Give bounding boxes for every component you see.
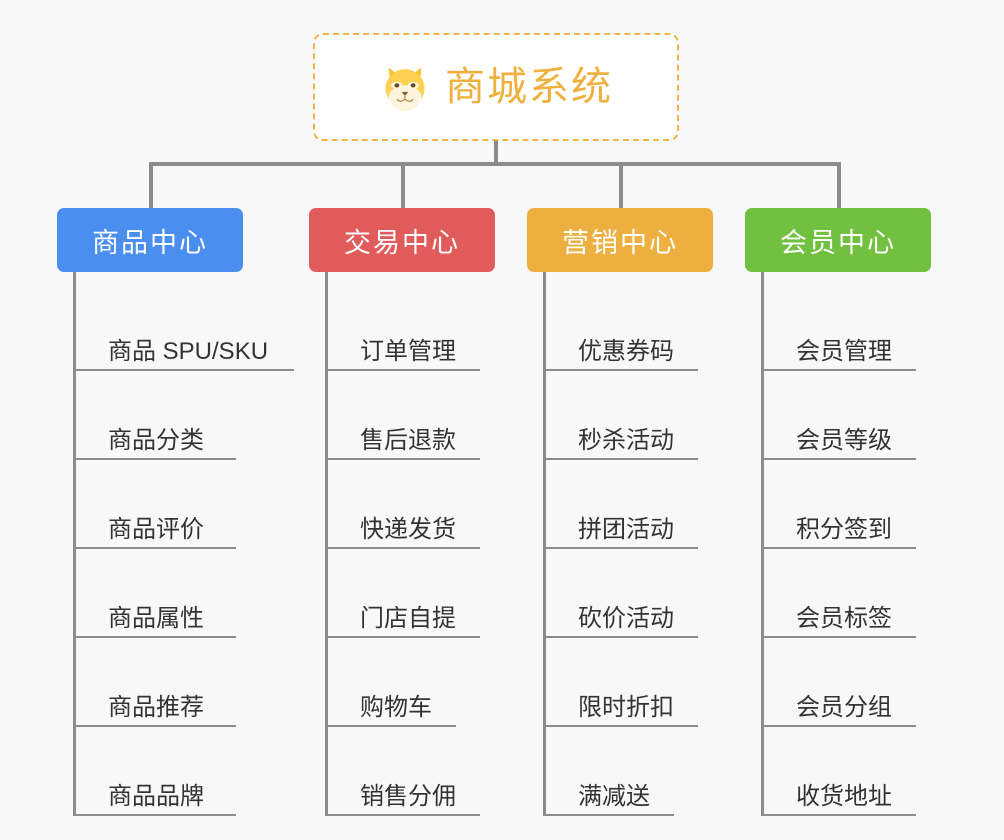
leaf-underline [76,547,236,549]
connector-drop-product [149,162,153,210]
shiba-dog-face-icon [385,67,425,112]
leaf-underline [76,369,294,371]
leaf-label: 秒杀活动 [578,426,674,454]
leaf-underline [76,458,236,460]
list-item[interactable]: 限时折扣 [546,638,713,727]
leaf-underline [328,636,480,638]
connector-drop-member [837,162,841,210]
leaf-underline [328,725,456,727]
list-item[interactable]: 商品 SPU/SKU [76,282,294,371]
branch-member-center: 会员中心 会员管理 会员等级 积分签到 会员标签 会员分组 [745,208,931,816]
branch-header-marketing-center[interactable]: 营销中心 [527,208,713,272]
list-item[interactable]: 商品分类 [76,371,243,460]
root-title: 商城系统 [445,65,613,109]
leaf-underline [764,636,916,638]
leaf-underline [328,814,480,816]
list-item[interactable]: 会员分组 [764,638,931,727]
list-item[interactable]: 拼团活动 [546,460,713,549]
leaf-label: 积分签到 [796,515,892,543]
leaf-underline [328,369,480,371]
leaf-underline [764,547,916,549]
branch-product-center: 商品中心 商品 SPU/SKU 商品分类 商品评价 商品属性 商品推荐 [57,208,294,816]
list-item[interactable]: 商品品牌 [76,727,243,816]
list-item[interactable]: 积分签到 [764,460,931,549]
list-item[interactable]: 商品评价 [76,460,243,549]
leaf-label: 购物车 [360,693,432,721]
leaf-label: 会员分组 [796,693,892,721]
leaf-label: 商品品牌 [108,782,204,810]
leaf-label: 会员标签 [796,604,892,632]
list-item[interactable]: 售后退款 [328,371,495,460]
leaf-label: 订单管理 [360,337,456,365]
leaf-label: 满减送 [578,782,650,810]
leaf-underline [764,725,916,727]
list-item[interactable]: 商品推荐 [76,638,243,727]
root-node[interactable]: 商城系统 [313,33,679,141]
branch-header-trade-center[interactable]: 交易中心 [309,208,495,272]
leaf-underline [546,369,698,371]
connector-horizontal-bus [149,162,841,166]
leaf-underline [764,814,916,816]
branch-trade-center: 交易中心 订单管理 售后退款 快递发货 门店自提 购物车 [309,208,495,816]
leaf-underline [546,725,698,727]
list-item[interactable]: 门店自提 [328,549,495,638]
list-item[interactable]: 销售分佣 [328,727,495,816]
leaf-label: 拼团活动 [578,515,674,543]
connector-drop-marketing [619,162,623,210]
leaf-underline [328,547,480,549]
leaf-underline [76,725,236,727]
branch-marketing-center: 营销中心 优惠券码 秒杀活动 拼团活动 砍价活动 限时折扣 [527,208,713,816]
branch-header-product-center[interactable]: 商品中心 [57,208,243,272]
branch-label: 交易中心 [344,227,460,258]
list-item[interactable]: 商品属性 [76,549,243,638]
list-item[interactable]: 会员等级 [764,371,931,460]
leaf-label: 限时折扣 [578,693,674,721]
connector-root-stem [494,141,498,166]
leaf-label: 会员管理 [796,337,892,365]
leaf-list-product-center: 商品 SPU/SKU 商品分类 商品评价 商品属性 商品推荐 商品品牌 [73,272,294,816]
branch-label: 会员中心 [780,227,896,258]
leaf-label: 售后退款 [360,426,456,454]
list-item[interactable]: 满减送 [546,727,713,816]
list-item[interactable]: 优惠券码 [546,282,713,371]
leaf-label: 收货地址 [796,782,892,810]
leaf-underline [76,814,236,816]
leaf-list-marketing-center: 优惠券码 秒杀活动 拼团活动 砍价活动 限时折扣 满减送 [543,272,713,816]
leaf-label: 门店自提 [360,604,456,632]
branch-header-member-center[interactable]: 会员中心 [745,208,931,272]
leaf-underline [546,636,698,638]
leaf-list-member-center: 会员管理 会员等级 积分签到 会员标签 会员分组 收货地址 [761,272,931,816]
leaf-underline [546,547,698,549]
list-item[interactable]: 购物车 [328,638,495,727]
list-item[interactable]: 秒杀活动 [546,371,713,460]
leaf-label: 优惠券码 [578,337,674,365]
leaf-label: 会员等级 [796,426,892,454]
leaf-underline [328,458,480,460]
leaf-label: 商品推荐 [108,693,204,721]
connector-drop-trade [401,162,405,210]
leaf-label: 商品 SPU/SKU [108,337,269,365]
leaf-label: 商品评价 [108,515,204,543]
leaf-underline [76,636,236,638]
list-item[interactable]: 快递发货 [328,460,495,549]
list-item[interactable]: 会员标签 [764,549,931,638]
branch-label: 营销中心 [562,227,678,258]
leaf-label: 销售分佣 [360,782,456,810]
leaf-label: 快递发货 [360,515,456,543]
list-item[interactable]: 会员管理 [764,282,931,371]
branch-label: 商品中心 [92,227,208,258]
list-item[interactable]: 订单管理 [328,282,495,371]
leaf-label: 商品分类 [108,426,204,454]
leaf-underline [764,369,916,371]
leaf-underline [546,458,698,460]
leaf-label: 商品属性 [108,604,204,632]
list-item[interactable]: 收货地址 [764,727,931,816]
leaf-list-trade-center: 订单管理 售后退款 快递发货 门店自提 购物车 销售分佣 [325,272,495,816]
leaf-label: 砍价活动 [578,604,674,632]
leaf-underline [546,814,674,816]
list-item[interactable]: 砍价活动 [546,549,713,638]
leaf-underline [764,458,916,460]
